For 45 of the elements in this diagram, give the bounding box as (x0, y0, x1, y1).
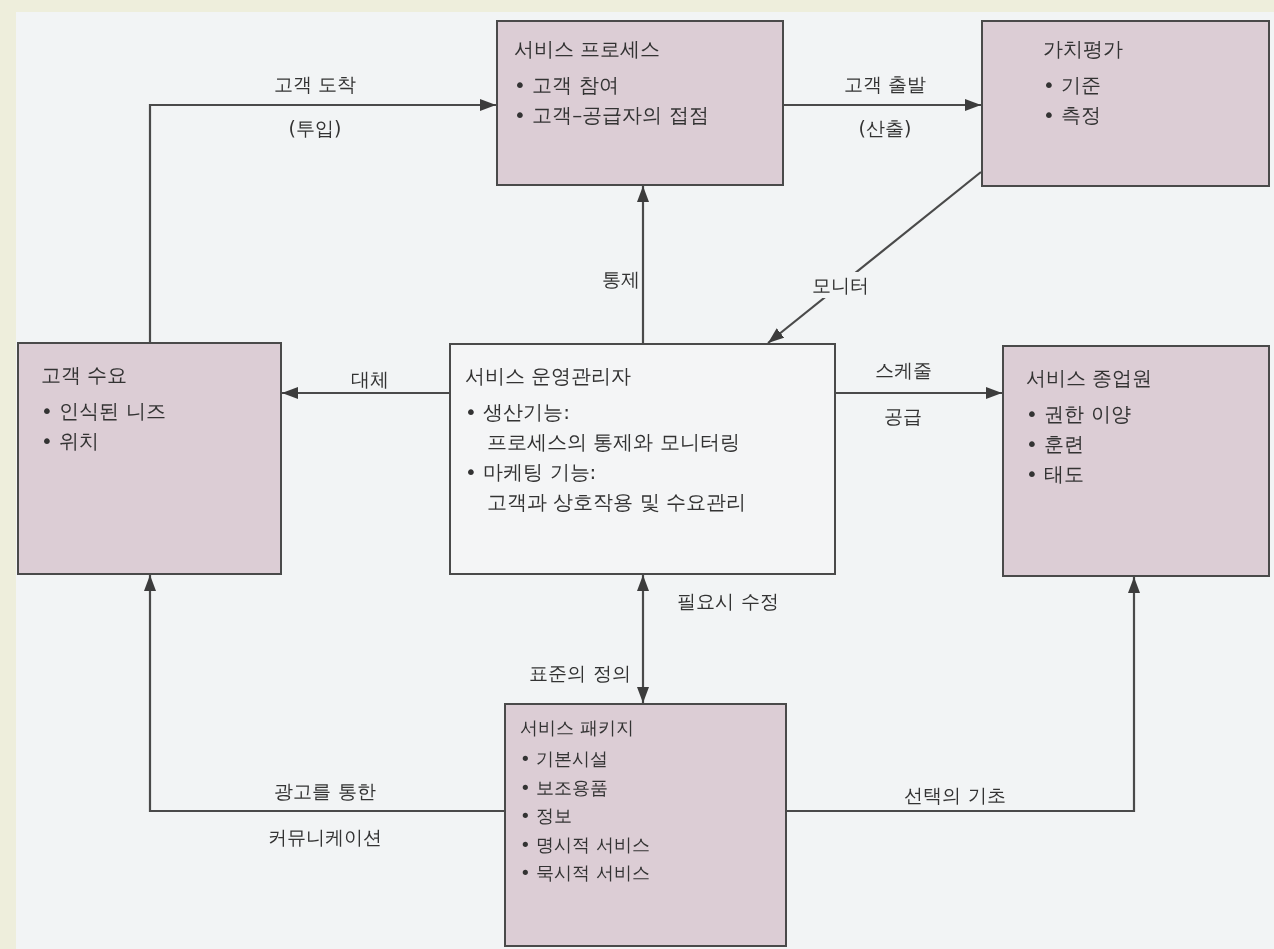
box-title: 서비스 운영관리자 (465, 363, 633, 389)
bullet-item: • 생산기능: 프로세스의 통제와 모니터링 (465, 399, 741, 456)
bullet-item: • 정보 (520, 804, 574, 828)
arrow (637, 575, 649, 703)
box-title: 서비스 프로세스 (514, 36, 662, 62)
process-box (496, 20, 784, 186)
box-title: 서비스 종업원 (1026, 365, 1154, 391)
bullet-item: • 고객–공급자의 접점 (514, 102, 710, 129)
employee-box (1002, 345, 1270, 577)
edge-label: 통제 (601, 267, 641, 292)
box-title: 가치평가 (1043, 36, 1124, 62)
bullet-item: • 권한 이양 (1026, 401, 1132, 428)
arrow (784, 99, 981, 111)
evaluation-box (981, 20, 1270, 187)
bullet-item: • 인식된 니즈 (41, 398, 167, 425)
arrow (637, 186, 649, 343)
edge-label: 선택의 기초 (903, 783, 1007, 808)
bullet-item: • 고객 참여 (514, 72, 620, 99)
package-box (504, 703, 787, 947)
bullet-item: • 보조용품 (520, 775, 610, 800)
bullet-item: • 위치 (41, 428, 101, 455)
bullet-item: • 기본시설 (520, 747, 610, 771)
edge-label: 고객 출발 (산출) (842, 72, 927, 141)
arrow (148, 99, 496, 342)
bullet-item: • 태도 (1026, 461, 1086, 488)
edge-label: 스케줄 공급 (873, 358, 933, 429)
bullet-item: • 훈련 (1026, 431, 1086, 458)
bullet-item: • 묵시적 서비스 (520, 861, 652, 885)
edge-label: 광고를 통한 커뮤니케이션 (267, 779, 383, 850)
edge-label: 필요시 수정 (676, 589, 780, 614)
bullet-item: • 명시적 서비스 (520, 832, 652, 857)
manager-box (449, 343, 836, 575)
bullet-item: • 측정 (1043, 102, 1103, 129)
edge-label: 고객 도착 (투입) (272, 72, 357, 141)
arrow (836, 387, 1002, 399)
arrow (787, 577, 1140, 813)
arrow (144, 575, 504, 813)
bullet-item: • 마케팅 기능: 고객과 상호작용 및 수요관리 (465, 459, 748, 516)
edge-label: 대체 (350, 367, 390, 392)
arrow (282, 387, 449, 399)
bullet-item: • 기준 (1043, 72, 1103, 99)
box-title: 서비스 패키지 (520, 716, 635, 740)
box-title: 고객 수요 (41, 362, 129, 388)
side-label: 표준의 정의 (528, 661, 632, 686)
demand-box (17, 342, 282, 575)
